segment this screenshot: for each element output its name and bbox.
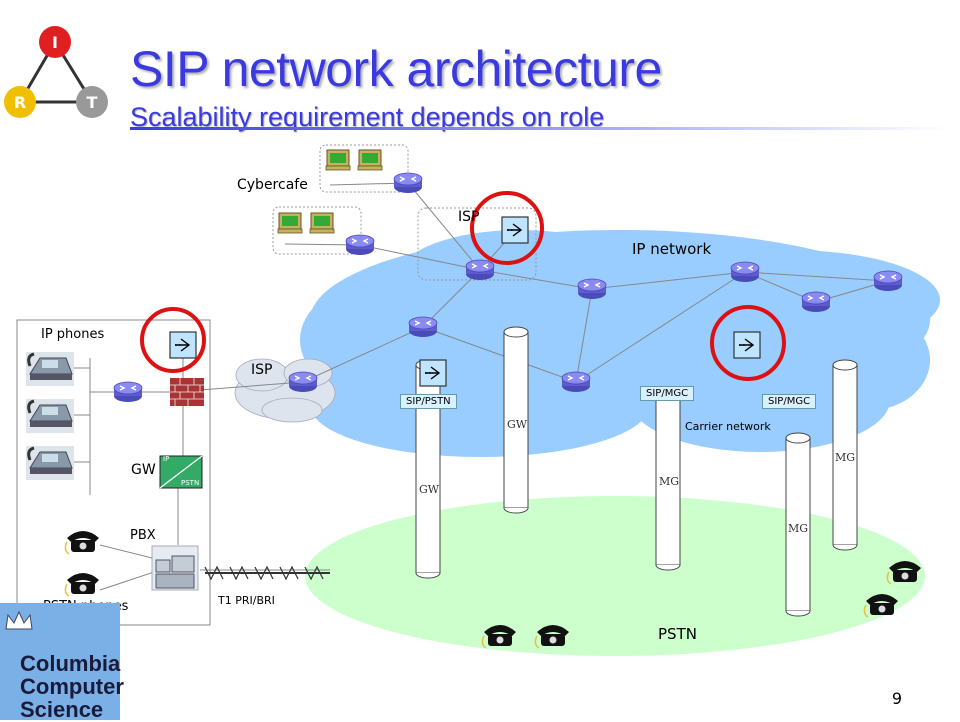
logo-line-2: Computer	[20, 674, 124, 699]
label-cybercafe: Cybercafe	[237, 177, 308, 193]
mg-cylinder-2	[785, 432, 811, 617]
columbia-logo	[0, 603, 120, 720]
sip-server-icon	[501, 216, 529, 244]
label-gw-2: GW	[507, 418, 528, 431]
router-icon	[730, 261, 760, 283]
sip-server-icon	[169, 331, 197, 359]
router-icon	[465, 259, 495, 281]
cybercafe-box-1	[319, 144, 409, 193]
crown-icon	[5, 610, 33, 630]
pstn-cloud	[305, 496, 925, 656]
label-pbx: PBX	[130, 528, 156, 543]
gateway-icon	[159, 455, 203, 489]
tag-sip-pstn: SIP/PSTN	[400, 394, 457, 409]
slide-title: SIP network architecture	[130, 41, 662, 97]
router-icon	[561, 371, 591, 393]
pstn-phone-icon	[64, 572, 100, 597]
logo-node-r	[4, 86, 36, 118]
label-gw-1: GW	[419, 483, 440, 496]
label-t1: T1 PRI/BRI	[218, 594, 275, 607]
sip-server-icon	[419, 359, 447, 387]
ip-phone-icon	[24, 397, 76, 435]
router-icon	[408, 316, 438, 338]
ip-phone-icon	[24, 444, 76, 482]
label-mg-1: MG	[659, 475, 680, 488]
gw-cylinder-1	[415, 359, 441, 579]
tag-sip-mgc-1: SIP/MGC	[640, 386, 695, 401]
svg-text:I: I	[52, 33, 58, 52]
router-icon	[345, 234, 375, 256]
ip-phone-icon	[24, 350, 76, 388]
pbx-icon	[151, 545, 199, 591]
label-ip-network: IP network	[632, 240, 712, 258]
label-mg-3: MG	[835, 451, 856, 464]
computer-icon	[357, 149, 383, 171]
logo-line-3: Science	[20, 697, 104, 722]
label-gw-pstn: PSTN	[181, 479, 200, 487]
isp-cloud-left	[234, 358, 336, 423]
isp-box-top	[417, 207, 537, 281]
tag-sip-mgc-2: SIP/MGC	[762, 394, 817, 409]
router-icon	[873, 270, 903, 292]
computer-icon	[309, 212, 335, 234]
pstn-phone-icon	[64, 530, 100, 555]
page-number: 9	[891, 689, 902, 708]
label-carrier-network: Carrier network	[685, 420, 771, 433]
irt-logo: I R T	[4, 26, 108, 118]
logo-node-t	[76, 86, 108, 118]
router-icon	[801, 291, 831, 313]
highlight-circle	[140, 307, 206, 373]
gw-cylinder-2	[503, 326, 529, 514]
label-pstn: PSTN	[658, 625, 697, 643]
computer-icon	[325, 149, 351, 171]
logo-line-1: Columbia	[20, 651, 121, 676]
label-isp-left: ISP	[251, 362, 273, 378]
mg-cylinder-3	[832, 359, 858, 551]
logo-node-i	[39, 26, 71, 58]
t1-line	[204, 565, 330, 581]
computer-icon	[277, 212, 303, 234]
mg-cylinder-1	[655, 389, 681, 571]
svg-text:R: R	[14, 93, 26, 112]
router-icon	[113, 381, 143, 403]
svg-text:T: T	[87, 93, 98, 112]
cybercafe-box-2	[272, 206, 362, 255]
title-underline	[130, 127, 950, 130]
highlight-circle	[710, 305, 786, 381]
label-gw-ip: IP	[163, 455, 170, 463]
router-icon	[288, 371, 318, 393]
router-icon	[577, 278, 607, 300]
label-ip-phones: IP phones	[41, 327, 105, 342]
label-isp-top: ISP	[458, 209, 480, 225]
highlight-circle	[470, 191, 544, 265]
label-gw: GW	[131, 462, 156, 478]
router-icon	[393, 172, 423, 194]
label-mg-2: MG	[788, 522, 809, 535]
firewall-icon	[170, 378, 204, 406]
sip-server-icon	[733, 331, 761, 359]
